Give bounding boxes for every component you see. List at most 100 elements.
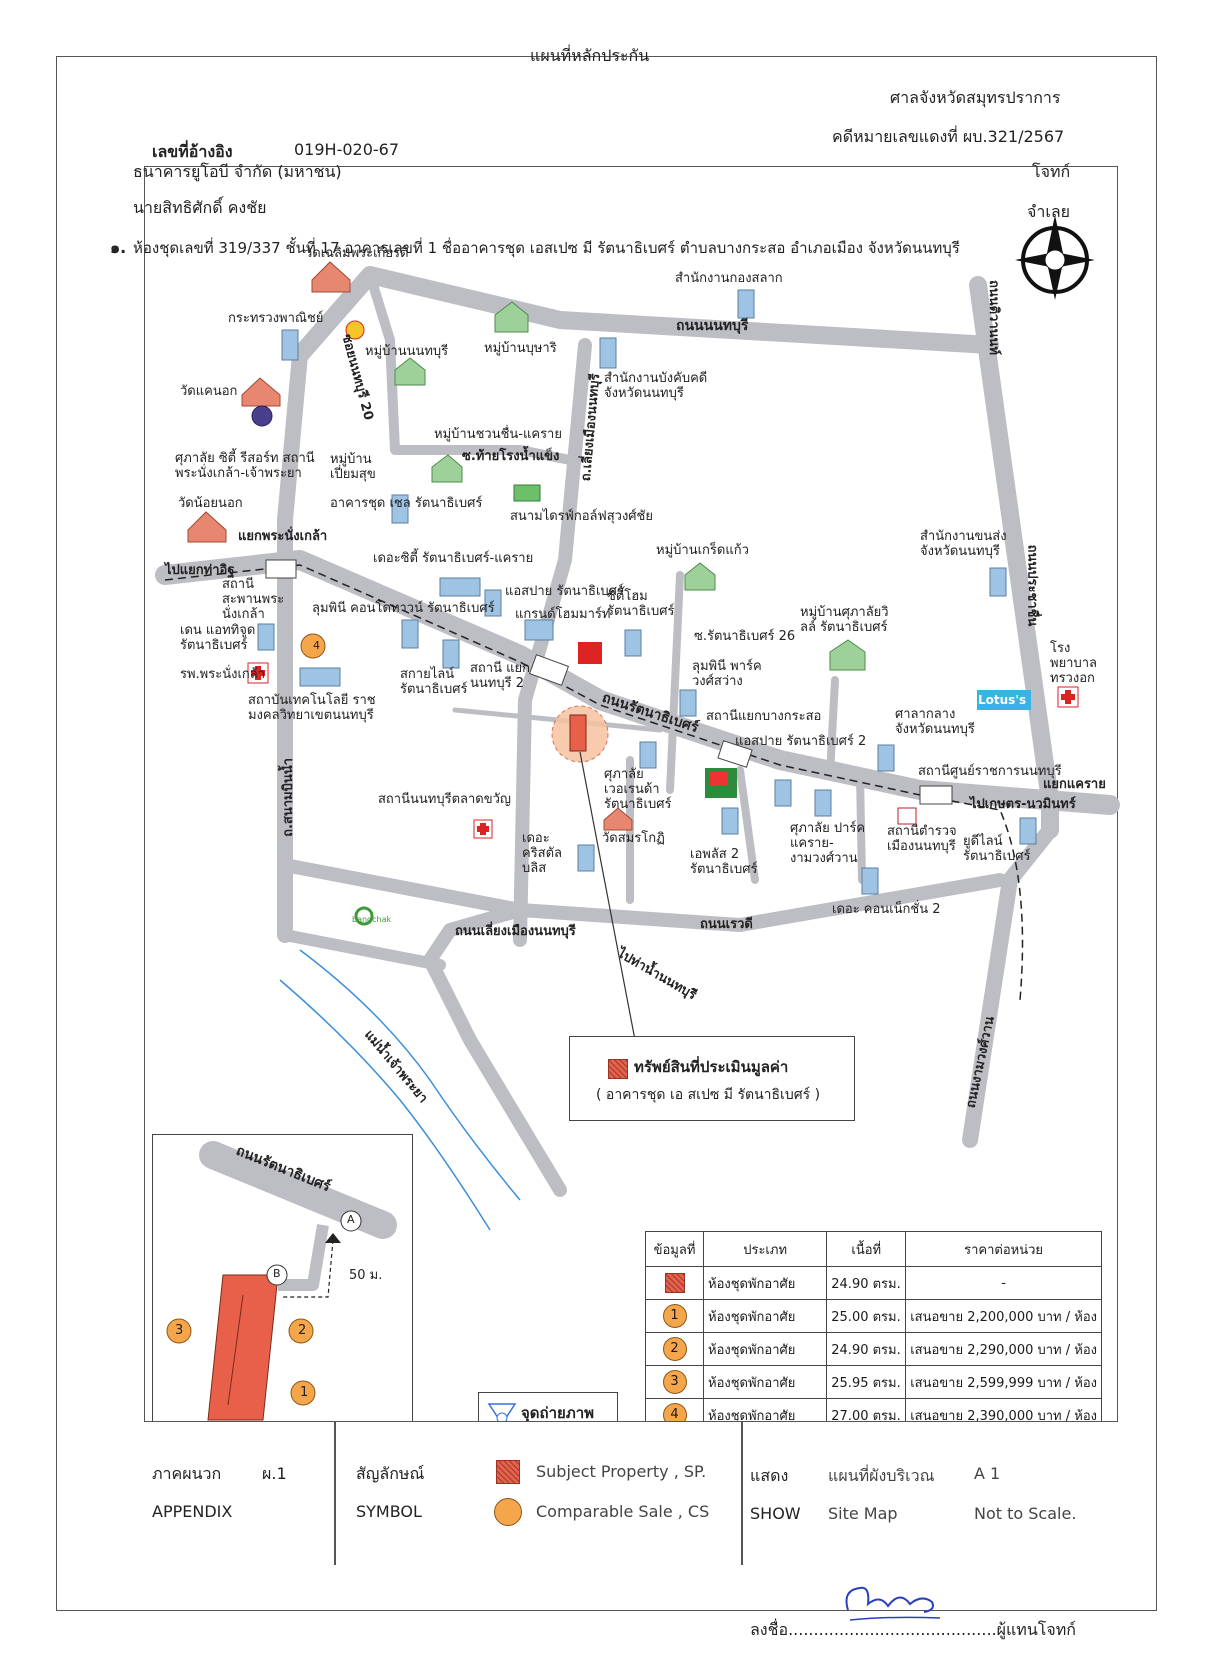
table-row: 2 ห้องชุดพักอาศัย 24.90 ตรม. เสนอขาย 2,2…	[645, 1332, 1102, 1366]
building-icon	[861, 867, 879, 895]
cell-type: ห้องชุดพักอาศัย	[702, 1266, 828, 1300]
cell-price: -	[905, 1266, 1102, 1300]
appendix-en: APPENDIX	[152, 1502, 233, 1521]
label-moo-krittakaew: หมู่บ้านเกร็ดแก้ว	[656, 543, 749, 558]
label-police: สถานีตำรวจ เมืองนนทบุรี	[887, 824, 957, 854]
footer-legend: ภาคผนวก ผ.1 APPENDIX สัญลักษณ์ SYMBOL Su…	[144, 1421, 1118, 1565]
house-icon	[431, 454, 463, 483]
viewpoint-icon	[487, 1403, 517, 1426]
label-wat-khaen-nok: วัดแคนอก	[180, 384, 238, 399]
label-min-commerce: กระทรวงพาณิชย์	[228, 311, 324, 326]
mrt-line	[164, 564, 1024, 1001]
building-icon	[391, 494, 409, 524]
symbol-en: SYMBOL	[356, 1502, 422, 1521]
label-moo-nonthaburi: หมู่บ้านนนทบุรี	[365, 344, 449, 359]
label-soi-thairongnamkaeng: ซ.ท้ายโรงน้ำแข็ง	[462, 449, 560, 464]
label-rd-prachachuen: ถนนประชาชื่น	[1024, 544, 1040, 627]
road-soi-c	[736, 766, 759, 884]
comparable-circle-icon: 2	[662, 1337, 687, 1361]
bigc-logo-accent	[710, 772, 728, 786]
label-supalai-city: ศุภาลัย ซิตี้ รีสอร์ท สถานีพระนั่งเกล้า-…	[175, 451, 315, 481]
inset-arrow-head	[325, 1233, 341, 1243]
road-link	[279, 929, 446, 971]
label-cond-eplus2: เอพลัส 2 รัตนาธิเบศร์	[690, 847, 758, 877]
subject-leader-line	[579, 751, 636, 1041]
road-tiwanon	[277, 347, 308, 943]
label-rd-tiwanon: ถนนติวานนท์	[985, 279, 1001, 355]
label-rd-sanambin: ถ.สนามบินน้ำ	[280, 758, 296, 837]
subject-legend-box: ทรัพย์สินที่ประเมินมูลค่า ( อาคารชุด เอ …	[569, 1036, 855, 1121]
inset-point-a-label: A	[347, 1213, 355, 1226]
label-rd-rewadee: ถนนเรวดี	[700, 917, 753, 932]
inset-point-b-label: B	[273, 1267, 281, 1280]
signature-line: ลงชื่อ..................................…	[750, 1620, 1076, 1639]
label-moo-chuanchuen: หมู่บ้านชวนชื่น-แคราย	[434, 427, 562, 442]
building-icon	[524, 619, 554, 641]
cell-type: ห้องชุดพักอาศัย	[702, 1365, 828, 1399]
cell-type: ห้องชุดพักอาศัย	[702, 1332, 828, 1366]
cell-price: เสนอขาย 2,290,000 บาท / ห้อง	[905, 1332, 1102, 1366]
subject-en: Subject Property , SP.	[536, 1462, 707, 1481]
table-row: 3 ห้องชุดพักอาศัย 25.95 ตรม. เสนอขาย 2,5…	[645, 1365, 1102, 1399]
building-icon	[281, 329, 299, 361]
shell-icon	[345, 320, 365, 340]
building-icon	[599, 337, 617, 369]
road-rewadee	[278, 858, 1007, 932]
inset-diagram: ถนนรัตนาธิเบศร์ A B 50 ม. 2 1 3	[152, 1134, 413, 1435]
house-icon	[829, 639, 866, 671]
property-description: ห้องชุดเลขที่ 319/337 ชั้นที่ 17 อาคารเล…	[133, 239, 960, 257]
appendix-code: ผ.1	[262, 1464, 287, 1483]
building-icon	[639, 741, 657, 769]
river-line-2	[279, 979, 491, 1231]
comparable-circle-icon: 3	[662, 1370, 687, 1394]
building-icon	[737, 289, 755, 319]
label-wat-chalerm: วัดเฉลิมพระเกียรติ	[305, 246, 409, 261]
building-icon	[442, 639, 460, 669]
building-icon	[814, 789, 832, 817]
label-to-kaset: ไปเกษตร-นวมินทร์	[970, 797, 1076, 812]
header-area: เนื้อที่	[826, 1231, 907, 1267]
house-icon	[494, 301, 529, 333]
station-bang-kraso	[717, 740, 753, 768]
map-th: แผนที่ผังบริเวณ	[828, 1466, 935, 1485]
subject-square-icon	[496, 1460, 520, 1484]
label-stn-yaek-nonthaburi: สถานี แยกนนทบุรี 2	[470, 661, 530, 691]
court-name: ศาลจังหวัดสมุทรปราการ	[890, 88, 1061, 107]
road-ngamwongwan	[962, 822, 1058, 1148]
show-en: SHOW	[750, 1504, 801, 1523]
debtor-name: นายสิทธิศักดิ์ คงชัย	[133, 198, 267, 217]
label-stn-phra-nang-klao: สถานี สะพานพระนั่งเกล้า	[222, 577, 285, 622]
station-yaek-nonthaburi	[528, 654, 570, 686]
road-nonthaburi	[291, 266, 999, 364]
inset-point-a	[340, 1210, 362, 1232]
label-to-bridge: ไปแยกท่าอิฐ	[165, 563, 235, 578]
comparable-circle-icon	[494, 1498, 522, 1526]
show-th: แสดง	[750, 1466, 789, 1485]
row-subject-icon	[645, 1266, 704, 1300]
inset-comparable-2	[288, 1318, 314, 1344]
compass-icon	[1015, 215, 1095, 300]
label-cond-lumpini-cond: ลุมพินี คอนโดทาวน์ รัตนาธิเบศร์	[312, 601, 495, 616]
village-icons	[394, 301, 866, 671]
label-cond-grand-home: แกรนด์โฮมมาร์ท	[515, 607, 611, 622]
temple-icon	[187, 511, 227, 543]
temple-icon	[603, 807, 633, 831]
appendix-th: ภาคผนวก	[152, 1464, 222, 1483]
subject-legend-sub: ( อาคารชุด เอ สเปซ มี รัตนาธิเบศร์ )	[596, 1087, 821, 1103]
road-soi-d	[856, 771, 866, 884]
building-icon	[624, 629, 642, 657]
label-rmutt: สถาบันเทคโนโลยี ราชมงคลวิทยาเขตนนทบุรี	[248, 693, 376, 723]
building-icon	[774, 779, 792, 807]
label-cond-crystal: เดอะคริสตัล บลิส	[522, 831, 563, 876]
case-number: คดีหมายเลขแดงที่ ผบ.321/2567	[832, 127, 1065, 146]
table-row: ห้องชุดพักอาศัย 24.90 ตรม. -	[645, 1266, 1102, 1300]
label-wat-noi-nok: วัดน้อยนอก	[178, 496, 243, 511]
label-junction-khae-rai: แยกแคราย	[1043, 777, 1106, 792]
inset-comparable-3	[166, 1318, 192, 1344]
cell-type: ห้องชุดพักอาศัย	[702, 1299, 828, 1333]
road-liang-mueang-lower	[423, 903, 567, 1197]
inset-subject-building	[207, 1274, 279, 1421]
inset-distance-label: 50 ม.	[349, 1268, 383, 1283]
symbol-th: สัญลักษณ์	[356, 1464, 425, 1483]
building-icon	[401, 619, 419, 649]
